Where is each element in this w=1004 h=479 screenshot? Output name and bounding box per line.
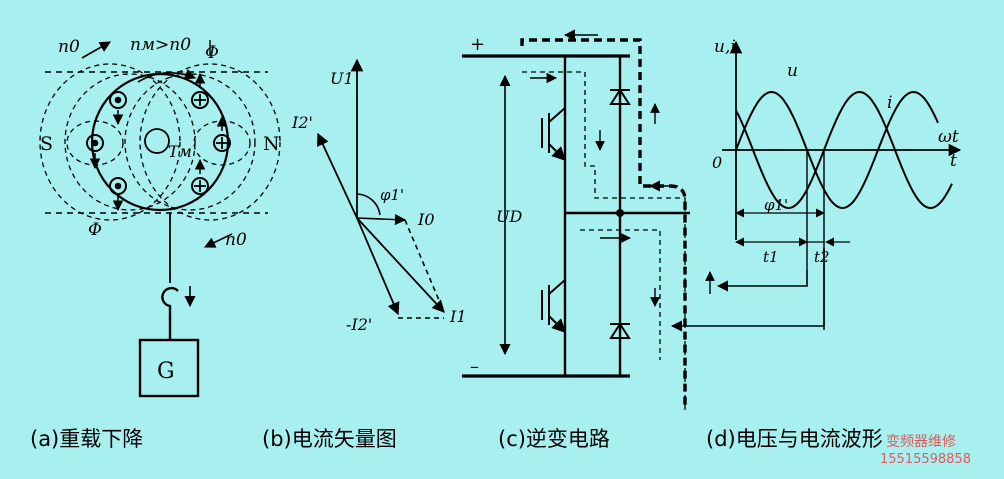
u-waveform [735,90,939,210]
label-t2: t2 [814,248,830,266]
label-n0-bottom: n0 [225,230,247,250]
label-i0: I0 [417,210,435,229]
label-tm: Tм [168,142,192,161]
vector-minus-i2p [356,217,400,316]
label-omega-t: ωt [938,127,959,147]
label-phi-top: Φ [205,43,219,63]
label-u-i-axis: u,i [714,37,736,57]
diode-upper [609,88,631,105]
label-phi-bottom: Φ [88,220,102,240]
label-minus-i2p: -I2' [346,315,372,334]
watermark-text: 变频器维修 [886,434,956,450]
t2-leader [670,248,825,332]
panel-b-vector-diagram: U1 I2' φ1' I0 -I2' I1 [291,58,467,334]
label-i-curve: i [887,93,892,113]
panel-a-motor: n0 nм>n0 Φ Φ S N Tм n0 G [39,35,281,398]
igbt-lower [541,279,566,333]
torque-arc [137,69,197,83]
label-g: G [157,359,175,384]
flux-lines [39,63,281,221]
label-t-axis: t [950,151,957,171]
label-n-pole: N [263,133,280,155]
current-path-thin-upper [522,71,686,410]
label-n0-top: n0 [58,37,80,57]
watermark-phone: 15515598858 [880,452,971,467]
label-s-pole: S [40,133,53,155]
caption-d: (d)电压与电流波形 [706,427,883,451]
caption-a: (a)重载下降 [30,427,144,451]
label-i1: I1 [449,307,467,326]
label-u1: U1 [330,69,354,88]
output-node [616,209,624,217]
parallelogram-side-1 [404,219,445,313]
diode-lower [609,322,631,339]
vector-i2p [317,132,358,219]
label-phi1p-b: φ1' [380,186,404,204]
label-plus: + [470,34,485,55]
current-arrows [89,72,228,212]
conductor-dots [86,91,127,195]
panel-c-inverter-circuit: + – UD [462,29,715,410]
label-t1: t1 [763,248,779,266]
coupling-hook [161,286,179,340]
igbt-upper [541,107,566,161]
vector-i0 [356,213,407,226]
label-ud: UD [496,207,522,226]
label-phi1p-d: φ1' [764,196,788,214]
label-u-curve: u [787,61,798,81]
t1-leader [716,270,808,292]
label-i2p: I2' [291,113,313,132]
caption-c: (c)逆变电路 [498,427,610,451]
label-origin: 0 [712,153,722,172]
vector-i1 [356,217,445,313]
n0-arrow-top [81,41,111,59]
current-path-thick [520,38,687,410]
label-minus: – [470,356,479,377]
load-g-box [138,338,200,398]
angle-arc [356,193,381,216]
shaft-circle [144,128,170,154]
n0-arrow-bottom [203,233,233,248]
panel-d-waveforms: u,i u i ωt t 0 φ1' t1 t2 [670,37,962,332]
caption-b: (b)电流矢量图 [262,427,397,451]
label-nm-gt-n0: nм>n0 [130,35,191,55]
current-path-thin-lower [580,229,661,360]
i-waveform [735,90,953,210]
conductor-crosses [191,91,231,195]
